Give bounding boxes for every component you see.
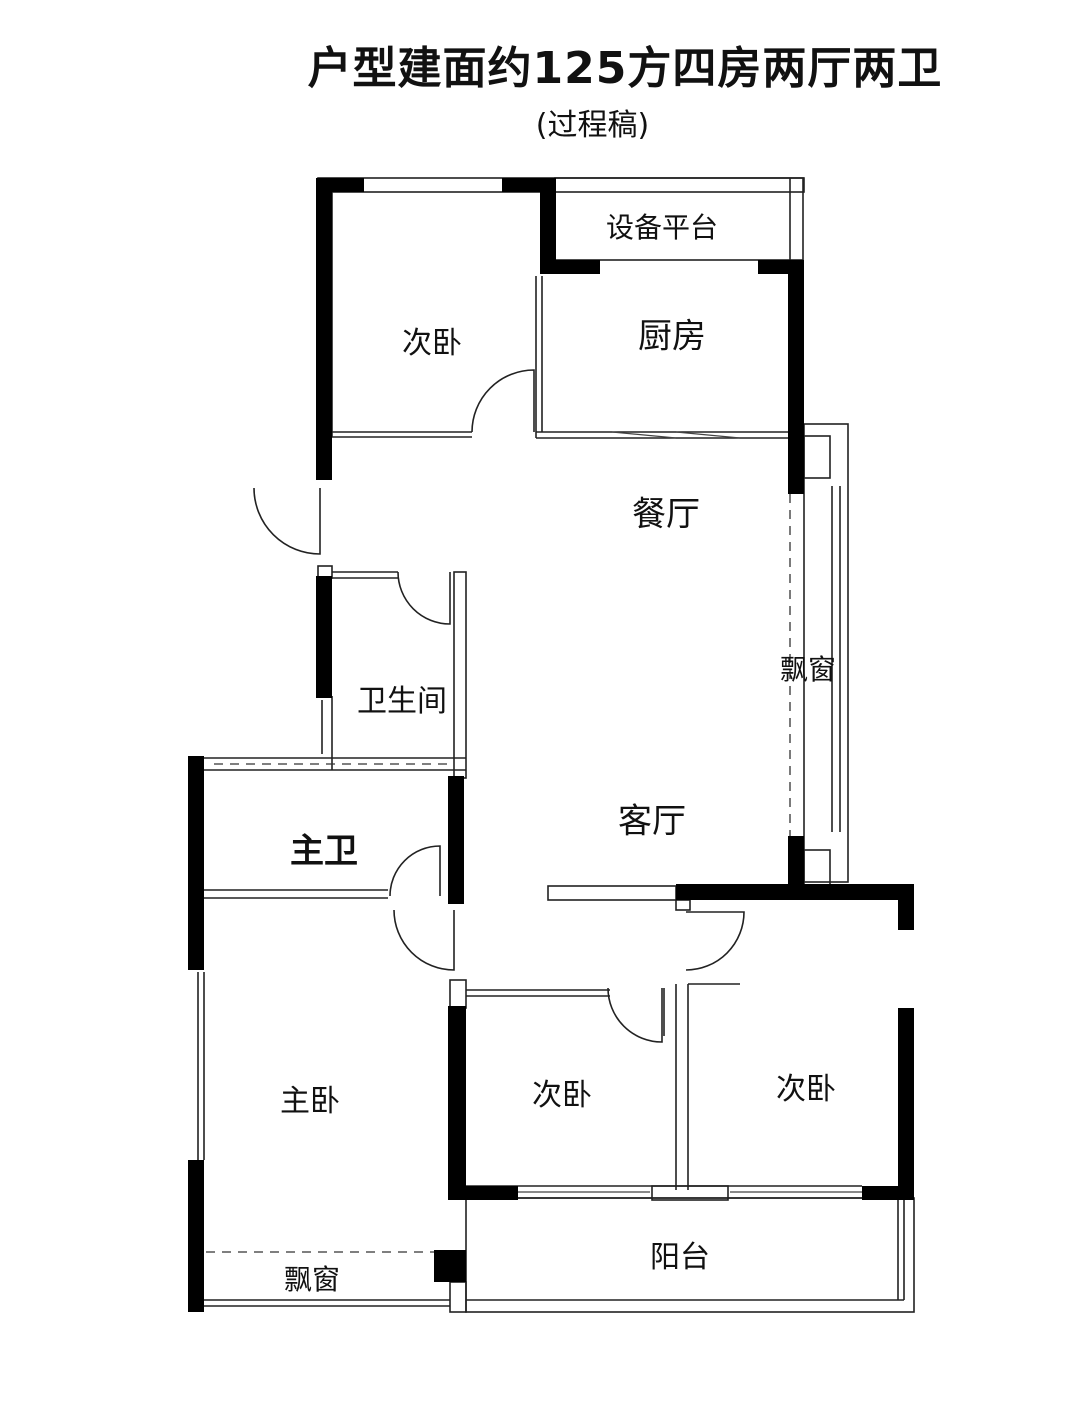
room-label-master-bedroom: 主卧 bbox=[280, 1084, 340, 1119]
room-label-bay-window-east: 飘窗 bbox=[779, 653, 837, 686]
room-label-master-bath: 主卫 bbox=[290, 831, 358, 872]
room-label-bedroom-north: 次卧 bbox=[402, 326, 462, 361]
plan-title: 户型建面约125方四房两厅两卫 bbox=[307, 43, 943, 94]
structural-walls bbox=[188, 178, 914, 1312]
room-label-bedroom-south-mid: 次卧 bbox=[532, 1078, 592, 1113]
room-label-equipment-platform: 设备平台 bbox=[605, 211, 719, 244]
thin-walls bbox=[197, 177, 915, 1313]
door-swings bbox=[253, 369, 745, 1043]
room-label-living: 客厅 bbox=[618, 801, 686, 842]
room-label-dining: 餐厅 bbox=[632, 494, 700, 535]
room-label-bathroom: 卫生间 bbox=[357, 684, 447, 719]
room-label-kitchen: 厨房 bbox=[638, 316, 706, 357]
room-label-bay-window-south: 飘窗 bbox=[283, 1263, 341, 1296]
room-label-bedroom-south-east: 次卧 bbox=[776, 1072, 836, 1107]
room-label-balcony: 阳台 bbox=[650, 1240, 710, 1275]
plan-subtitle: (过程稿) bbox=[535, 108, 650, 143]
